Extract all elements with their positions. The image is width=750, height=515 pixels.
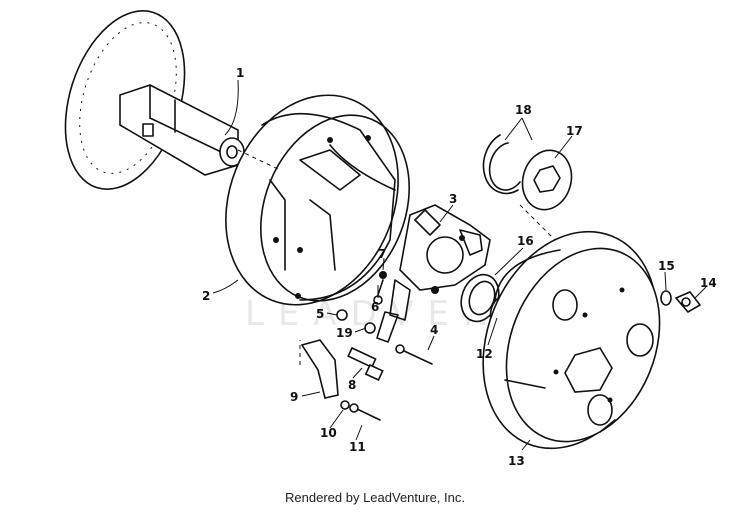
part-15-washer — [660, 290, 672, 306]
callout-14: 14 — [700, 276, 717, 290]
callout-13: 13 — [508, 454, 525, 468]
leader-lines — [212, 79, 707, 451]
part-8-roller — [347, 311, 399, 382]
callout-4: 4 — [430, 323, 438, 337]
callout-5: 5 — [316, 307, 324, 321]
callout-16: 16 — [517, 234, 534, 248]
part-19-washer — [364, 322, 376, 334]
part-5-nut — [336, 309, 348, 321]
part-17-plate — [521, 149, 573, 211]
callout-3: 3 — [449, 192, 457, 206]
callout-15: 15 — [658, 259, 675, 273]
callout-12: 12 — [476, 347, 493, 361]
callout-1: 1 — [236, 66, 244, 80]
callout-10: 10 — [320, 426, 337, 440]
callout-19: 19 — [336, 326, 353, 340]
callout-6: 6 — [371, 300, 379, 314]
part-9-weight-arm — [300, 339, 339, 399]
part-2-clutch-housing — [225, 94, 411, 306]
part-11-bolt — [349, 403, 381, 421]
part-14-bolt — [674, 291, 702, 314]
alignment-lines — [237, 149, 556, 365]
callout-18: 18 — [515, 103, 532, 117]
part-7-nut — [379, 271, 387, 279]
footer-credit: Rendered by LeadVenture, Inc. — [285, 490, 465, 505]
callout-2: 2 — [202, 289, 210, 303]
part-4-bolt — [395, 344, 433, 365]
callout-17: 17 — [566, 124, 583, 138]
callout-11: 11 — [349, 440, 366, 454]
part-13-drum-cover — [482, 230, 661, 450]
part-18-rings — [482, 134, 521, 195]
callout-7: 7 — [378, 247, 386, 261]
part-1-sheave-shaft — [64, 10, 245, 190]
part-16-ring — [460, 273, 500, 323]
part-3-spider-assembly — [389, 204, 491, 321]
callout-8: 8 — [348, 378, 356, 392]
part-10-washer — [340, 400, 350, 410]
callout-9: 9 — [290, 390, 298, 404]
